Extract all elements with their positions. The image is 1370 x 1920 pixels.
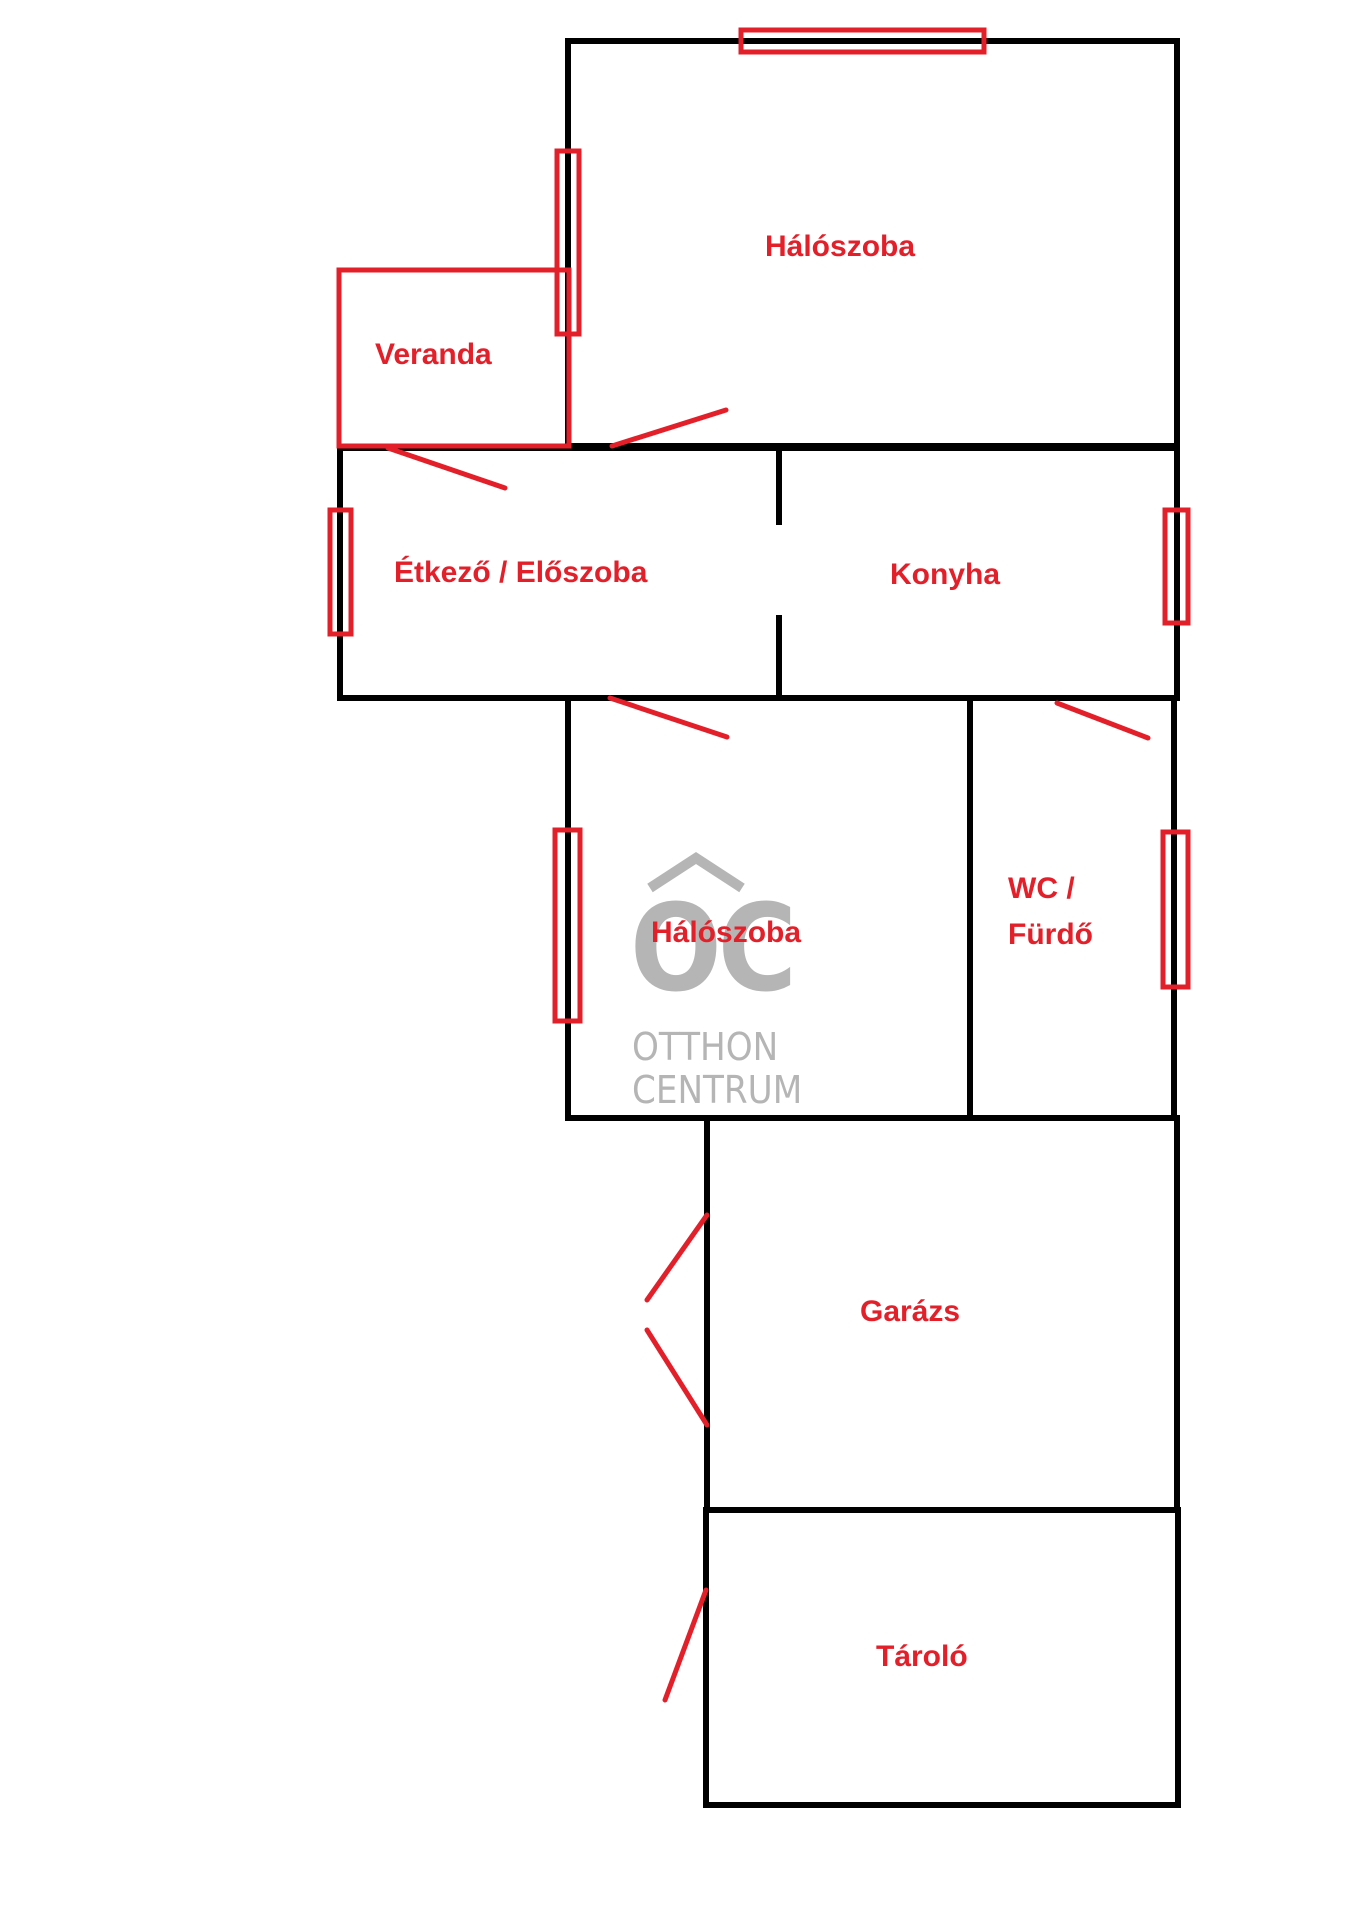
room-label-dining-hall: Étkező / Előszoba	[394, 556, 648, 589]
annotations	[327, 27, 1191, 1703]
room-label-bedroom-2: Hálószoba	[651, 916, 802, 949]
walls	[337, 38, 1181, 1808]
window-dining-left	[327, 507, 354, 637]
room-label-bathroom-1: WC /	[1008, 872, 1075, 905]
veranda-outline	[336, 267, 572, 449]
door-bath	[1054, 700, 1151, 741]
window-bedroom2-left	[552, 827, 583, 1024]
door-veranda	[385, 445, 508, 491]
window-top	[738, 27, 987, 55]
watermark-line2: CENTRUM	[632, 1068, 803, 1112]
window-bedroom-left	[554, 148, 582, 337]
room-label-kitchen: Konyha	[890, 558, 1001, 591]
door-bedroom2	[607, 695, 730, 740]
window-bath-right	[1160, 829, 1191, 990]
door-garage-2	[644, 1327, 710, 1428]
window-kitchen-right	[1162, 507, 1191, 626]
watermark-line1: OTTHON	[632, 1025, 779, 1069]
room-label-veranda: Veranda	[375, 338, 492, 371]
room-label-garage: Garázs	[860, 1295, 961, 1328]
watermark-logo: OC	[630, 880, 797, 1019]
room-label-storage: Tároló	[876, 1640, 968, 1673]
watermark-logo-shape	[647, 852, 745, 893]
room-label-bedroom-1: Hálószoba	[765, 230, 916, 263]
door-garage-1	[644, 1212, 710, 1303]
door-bedroom1	[609, 407, 729, 449]
room-label-bathroom-2: Fürdő	[1008, 918, 1093, 951]
door-storage	[662, 1587, 709, 1703]
